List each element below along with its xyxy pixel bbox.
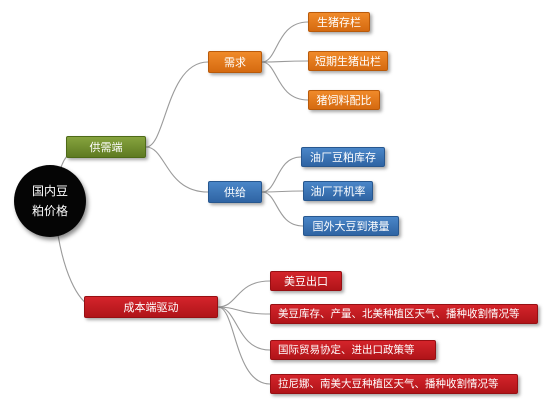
node-demand-item-short-term-hog-output: 短期生猪出栏 [308, 51, 388, 71]
node-demand-item-hog-inventory: 生猪存栏 [308, 12, 370, 32]
root-node-domestic-soymeal-price: 国内豆 粕价格 [14, 165, 86, 237]
root-node-line1: 国内豆 [31, 184, 68, 198]
node-supply: 供给 [208, 181, 262, 203]
node-demand: 需求 [208, 51, 262, 73]
node-supply-item-soybean-arrivals: 国外大豆到港量 [303, 216, 399, 236]
node-demand-item-feed-ratio: 猪饲料配比 [308, 90, 380, 110]
node-supply-item-mill-operating-rate: 油厂开机率 [303, 181, 373, 201]
node-cost-item-trade-agreements-policy: 国际贸易协定、进出口政策等 [270, 340, 436, 360]
node-supply-item-mill-soymeal-stock: 油厂豆粕库存 [301, 147, 385, 167]
node-cost-item-us-soy-exports: 美豆出口 [270, 271, 342, 291]
node-supply-demand: 供需端 [66, 136, 146, 158]
node-cost-item-la-nina-south-america-weather: 拉尼娜、南美大豆种植区天气、播种收割情况等 [270, 374, 518, 394]
root-node-line2: 粕价格 [31, 204, 68, 218]
node-cost-driver: 成本端驱动 [84, 296, 218, 318]
node-cost-item-us-soy-stock-yield-weather: 美豆库存、产量、北美种植区天气、播种收割情况等 [270, 304, 538, 324]
